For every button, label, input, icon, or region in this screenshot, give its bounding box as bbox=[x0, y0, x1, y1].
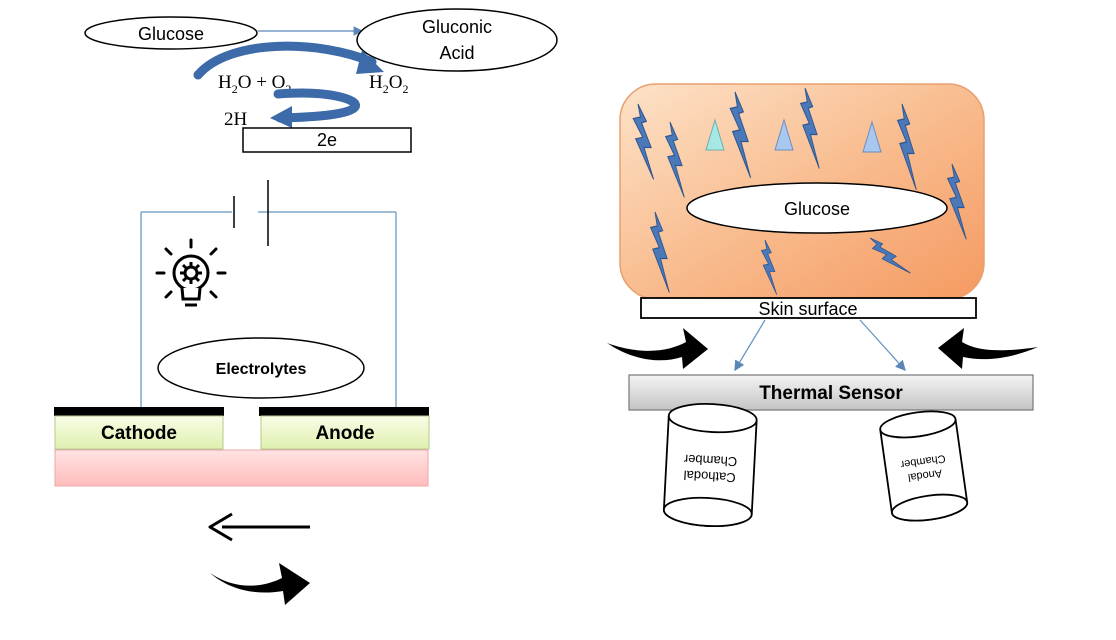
anodal-chamber: Anodal Chamber bbox=[879, 410, 969, 522]
lightbulb-icon bbox=[155, 238, 227, 307]
cathodal-chamber: Cathodal Chamber bbox=[662, 403, 758, 528]
reaction-curve-arrow bbox=[193, 41, 377, 80]
left-arrow-icon bbox=[208, 512, 310, 542]
battery-symbol bbox=[233, 180, 269, 246]
substrate bbox=[54, 449, 429, 487]
electrons-label: 2e bbox=[317, 130, 337, 150]
curved-arrow-left-icon bbox=[938, 328, 1038, 369]
right-thermal-sensor-diagram: Glucose Skin surface Thermal Sensor bbox=[607, 83, 1038, 528]
skin-surface: Skin surface bbox=[640, 297, 977, 319]
electrolytes-label: Electrolytes bbox=[216, 361, 307, 378]
tissue-glucose-label: Glucose bbox=[784, 199, 850, 219]
glucose-label: Glucose bbox=[138, 24, 204, 44]
gluconic-acid-label-line1: Gluconic bbox=[422, 17, 492, 37]
thermal-sensor-label: Thermal Sensor bbox=[759, 383, 903, 404]
product-h2o2: H2O2 bbox=[369, 72, 408, 96]
cathodal-chamber-label-line1: Cathodal bbox=[683, 468, 736, 486]
gluconic-acid-label-line2: Acid bbox=[439, 43, 474, 63]
reaction-curve-arrowhead bbox=[356, 50, 384, 74]
electrode-bar: 2e bbox=[242, 127, 412, 153]
protons-label: 2H bbox=[224, 109, 248, 130]
cathodal-chamber-label-line2: Chamber bbox=[683, 452, 738, 470]
gluconic-acid-node: Gluconic Acid bbox=[356, 8, 558, 72]
heat-flow-arrow-left bbox=[734, 319, 766, 372]
cathode-label: Cathode bbox=[101, 423, 177, 444]
cathode: Cathode bbox=[54, 415, 224, 450]
heat-flow-arrow-right bbox=[859, 319, 906, 371]
thermal-sensor: Thermal Sensor bbox=[628, 374, 1034, 411]
anode: Anode bbox=[260, 415, 430, 450]
tissue-glucose-node: Glucose bbox=[686, 182, 948, 234]
electron-swirl-arrow bbox=[273, 88, 360, 123]
left-biofuel-cell-diagram: Glucose Gluconic Acid H2O + O2 H2O2 2H 2… bbox=[54, 8, 558, 605]
circuit-wires bbox=[140, 211, 397, 408]
anodal-chamber-label-line1: Anodal bbox=[907, 467, 943, 484]
cathode-contact bbox=[54, 407, 224, 416]
electrolytes-node: Electrolytes bbox=[157, 337, 365, 399]
anode-label: Anode bbox=[315, 423, 374, 444]
electron-swirl-arrowhead bbox=[270, 106, 292, 128]
curved-right-arrow-icon bbox=[210, 563, 310, 605]
glucose-node: Glucose bbox=[84, 16, 258, 50]
particle-triangles bbox=[705, 118, 882, 153]
anode-contact bbox=[259, 407, 429, 416]
skin-surface-label: Skin surface bbox=[758, 299, 857, 319]
curved-arrow-right-icon bbox=[607, 328, 708, 369]
